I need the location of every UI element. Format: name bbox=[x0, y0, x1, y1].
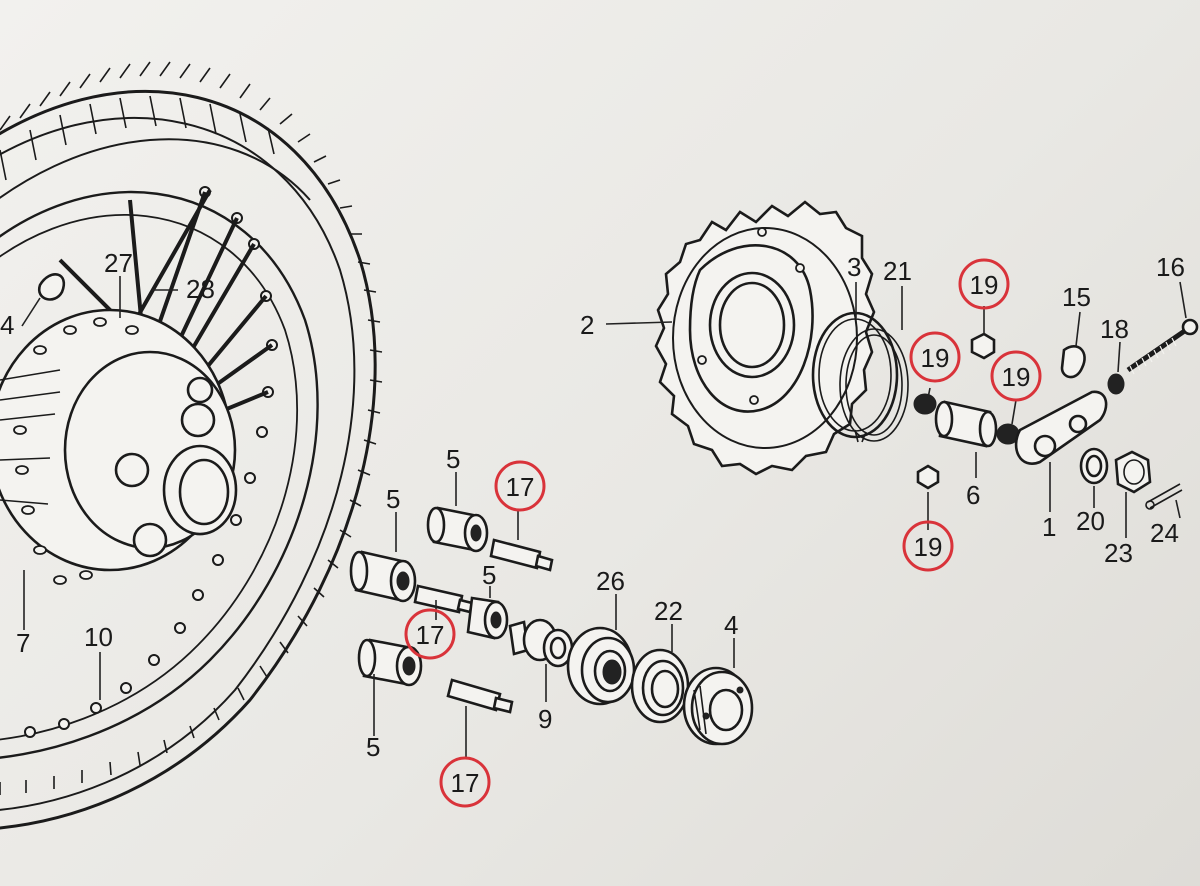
highlight-19-bottom: 19 bbox=[902, 520, 954, 572]
label-19-right: 19 bbox=[1002, 362, 1031, 392]
rear-wheel-illustration bbox=[0, 61, 383, 830]
highlight-19-right: 19 bbox=[990, 350, 1042, 402]
highlight-ring bbox=[990, 350, 1042, 402]
leader-lines bbox=[21, 276, 1187, 758]
label-19-left: 19 bbox=[921, 343, 950, 373]
label-16: 16 bbox=[1156, 252, 1185, 282]
label-10: 10 bbox=[84, 622, 113, 652]
label-27: 27 bbox=[104, 248, 133, 278]
highlight-ring bbox=[909, 331, 961, 383]
label-17-bottom: 17 bbox=[451, 768, 480, 798]
label-5-mid: 5 bbox=[482, 560, 496, 590]
highlight-ring bbox=[494, 460, 546, 512]
label-28: 28 bbox=[186, 274, 215, 304]
label-21: 21 bbox=[883, 256, 912, 286]
label-9: 9 bbox=[538, 704, 552, 734]
highlight-ring bbox=[439, 756, 491, 808]
highlight-19-top: 19 bbox=[958, 258, 1010, 310]
label-22: 22 bbox=[654, 596, 683, 626]
highlight-19-left: 19 bbox=[909, 331, 961, 383]
label-4: 4 bbox=[724, 610, 738, 640]
label-17-middle: 17 bbox=[416, 620, 445, 650]
label-15: 15 bbox=[1062, 282, 1091, 312]
label-24: 24 bbox=[1150, 518, 1179, 548]
label-23: 23 bbox=[1104, 538, 1133, 568]
highlight-17-bottom: 17 bbox=[439, 756, 491, 808]
label-2: 2 bbox=[580, 310, 594, 340]
label-3: 3 bbox=[847, 252, 861, 282]
highlight-17-middle: 17 bbox=[404, 608, 456, 660]
label-1: 1 bbox=[1042, 512, 1056, 542]
label-20: 20 bbox=[1076, 506, 1105, 536]
label-17-top: 17 bbox=[506, 472, 535, 502]
label-19-bottom: 19 bbox=[914, 532, 943, 562]
label-19-top: 19 bbox=[970, 270, 999, 300]
label-7: 7 bbox=[16, 628, 30, 658]
hub-bearing-parts bbox=[349, 506, 754, 746]
highlight-ring bbox=[902, 520, 954, 572]
highlight-ring bbox=[404, 608, 456, 660]
label-5-top: 5 bbox=[446, 444, 460, 474]
callout-labels: 2 3 21 15 16 18 27 28 4 7 10 5 5 5 5 26 … bbox=[0, 248, 1185, 762]
highlighted-callouts: 19 19 19 19 17 17 17 bbox=[404, 258, 1042, 808]
label-5-left: 5 bbox=[386, 484, 400, 514]
label-6: 6 bbox=[966, 480, 980, 510]
label-18: 18 bbox=[1100, 314, 1129, 344]
label-26: 26 bbox=[596, 566, 625, 596]
label-4-left: 4 bbox=[0, 310, 14, 340]
sprocket-assembly bbox=[654, 200, 1199, 510]
highlight-17-top: 17 bbox=[494, 460, 546, 512]
label-5-bottom: 5 bbox=[366, 732, 380, 762]
highlight-ring bbox=[958, 258, 1010, 310]
